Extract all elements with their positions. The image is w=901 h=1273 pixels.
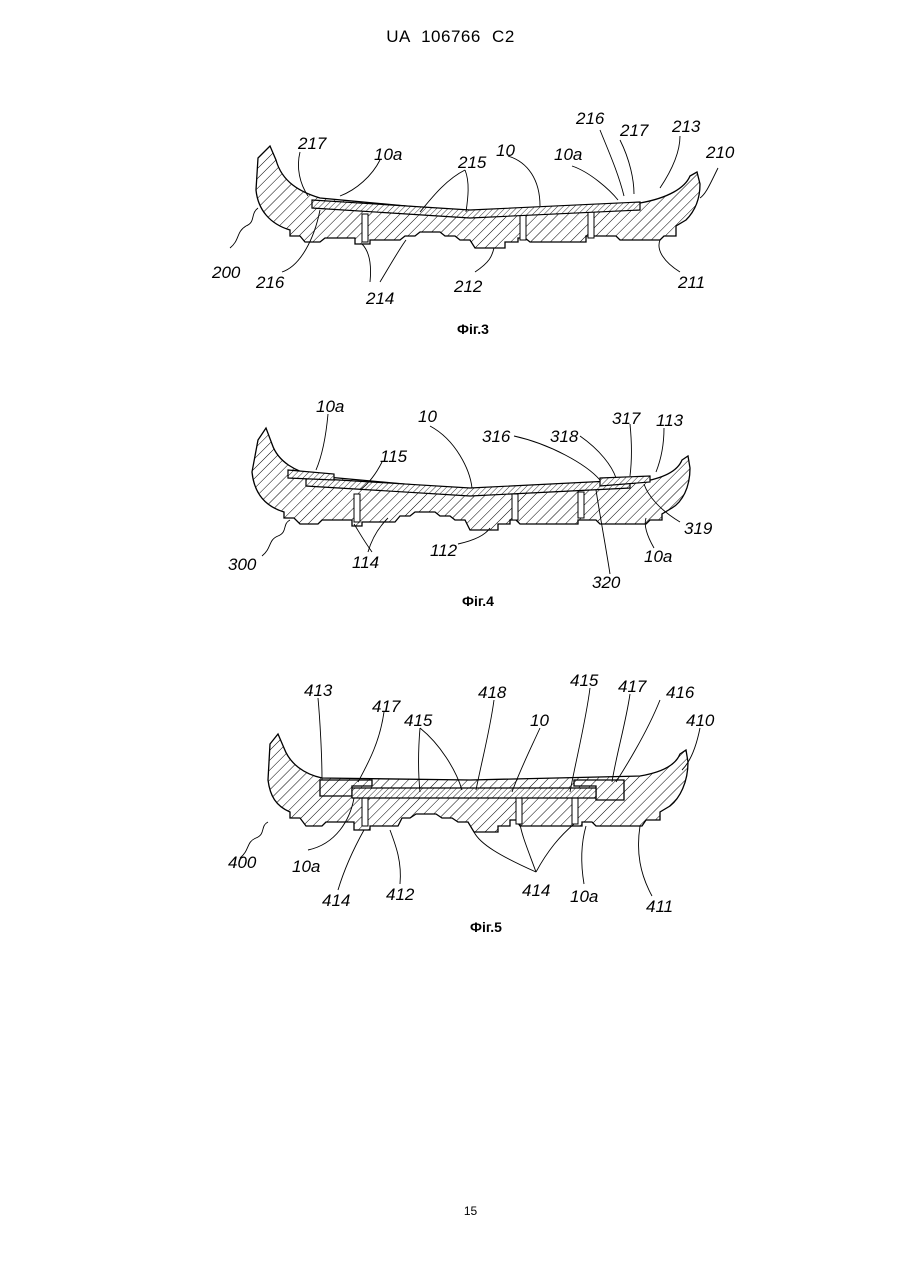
ref-label: 414 [522,881,550,900]
ref-label: 211 [677,273,705,292]
ref-label: 412 [386,885,415,904]
ref-label: 418 [478,683,507,702]
ref-label: 416 [666,683,695,702]
ref-label: 415 [570,671,599,690]
ref-label: 414 [322,891,350,910]
ref-label: 400 [228,853,257,872]
ref-label: 10a [570,887,598,906]
ref-label: 320 [592,573,621,592]
slot [578,492,584,518]
slot [588,212,594,238]
ref-label: 10a [292,857,320,876]
ref-label: 411 [646,897,673,916]
ref-label: 300 [228,555,257,574]
slot [362,214,368,242]
ref-label: 200 [211,263,241,282]
slot [354,494,360,522]
ref-label: 10 [530,711,549,730]
figure-caption: Фіг.4 [462,593,494,609]
ref-label: 10a [374,145,402,164]
ref-label: 10a [554,145,582,164]
cover-strip-left [288,470,334,480]
figure-3: 217 10a 215 10 10a 216 217 213 210 200 2… [211,109,735,337]
ref-label: 417 [372,697,401,716]
ref-label: 212 [453,277,483,296]
ref-label: 417 [618,677,647,696]
slot [512,494,518,520]
ref-label: 319 [684,519,713,538]
figure-5: 413 417 415 418 10 415 417 416 410 400 1… [228,671,715,935]
slot [516,798,522,824]
ref-label: 216 [255,273,285,292]
ref-label: 10a [644,547,672,566]
figure-4: 10a 10 115 316 318 317 113 319 300 114 1… [228,397,713,609]
ref-label: 214 [365,289,394,308]
ref-label: 318 [550,427,579,446]
page-number: 15 [0,1204,901,1218]
ref-label: 115 [380,447,408,466]
ref-label: 215 [457,153,487,172]
ref-label: 10a [316,397,344,416]
ref-label: 316 [482,427,511,446]
ref-label: 216 [575,109,605,128]
slot [572,798,578,824]
ref-label: 10 [496,141,515,160]
ref-label: 112 [430,541,458,560]
ref-label: 213 [671,117,701,136]
ref-label: 210 [705,143,735,162]
slot [362,798,368,826]
figure-caption: Фіг.3 [457,321,489,337]
ref-label: 217 [297,134,327,153]
ref-label: 415 [404,711,433,730]
ref-label: 413 [304,681,333,700]
plate-10 [352,788,596,798]
ref-label: 317 [612,409,641,428]
ref-label: 114 [352,553,379,572]
ref-label: 217 [619,121,649,140]
ref-label: 10 [418,407,437,426]
ref-label: 410 [686,711,715,730]
slot [520,214,526,240]
figure-caption: Фіг.5 [470,919,502,935]
ref-label: 113 [656,411,684,430]
